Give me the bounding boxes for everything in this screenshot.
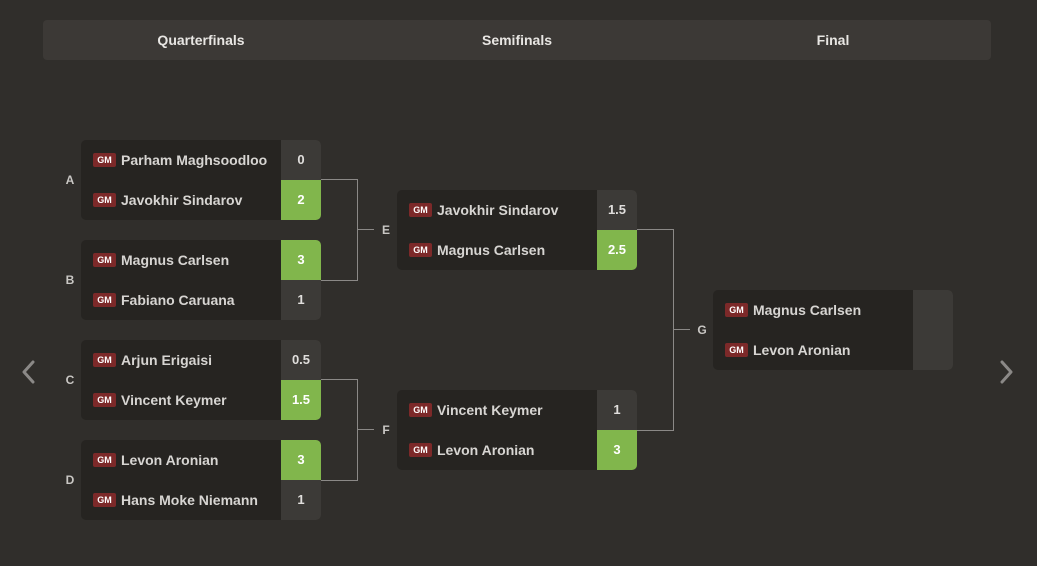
player-row[interactable]: GM Fabiano Caruana 1 [81, 280, 321, 320]
title-badge: GM [725, 303, 748, 317]
match-label-e: E [381, 223, 390, 237]
player-row[interactable]: GM Levon Aronian 3 [397, 430, 637, 470]
connector-cd [321, 379, 358, 481]
match-label-a: A [65, 173, 75, 187]
player-row[interactable]: GM Levon Aronian 3 [81, 440, 321, 480]
player-score-winner: 1.5 [281, 380, 321, 420]
round-title-semifinals[interactable]: Semifinals [481, 32, 553, 48]
title-badge: GM [93, 153, 116, 167]
title-badge: GM [409, 203, 432, 217]
player-row[interactable]: GM Arjun Erigaisi 0.5 [81, 340, 321, 380]
connector-ef-stub [674, 329, 690, 330]
chevron-right-icon[interactable] [994, 358, 1018, 386]
title-badge: GM [93, 453, 116, 467]
player-score-winner: 3 [597, 430, 637, 470]
player-score: 0 [281, 140, 321, 180]
player-name[interactable]: Levon Aronian [121, 452, 219, 468]
player-name[interactable]: Levon Aronian [437, 442, 535, 458]
match-label-d: D [65, 473, 75, 487]
player-score-winner: 3 [281, 240, 321, 280]
player-score: 0.5 [281, 340, 321, 380]
player-row[interactable]: GM Vincent Keymer 1 [397, 390, 637, 430]
player-score-winner: 2.5 [597, 230, 637, 270]
player-row[interactable]: GM Magnus Carlsen 2.5 [397, 230, 637, 270]
player-score: 1 [281, 480, 321, 520]
player-name[interactable]: Javokhir Sindarov [121, 192, 243, 208]
player-row[interactable]: GM Javokhir Sindarov 2 [81, 180, 321, 220]
player-row[interactable]: GM Vincent Keymer 1.5 [81, 380, 321, 420]
match-e[interactable]: GM Javokhir Sindarov 1.5 GM Magnus Carls… [397, 190, 637, 270]
player-name[interactable]: Javokhir Sindarov [437, 202, 559, 218]
match-label-c: C [65, 373, 75, 387]
title-badge: GM [409, 403, 432, 417]
connector-ab-stub [358, 229, 374, 230]
title-badge: GM [93, 193, 116, 207]
match-c[interactable]: GM Arjun Erigaisi 0.5 GM Vincent Keymer … [81, 340, 321, 420]
player-name[interactable]: Levon Aronian [753, 342, 851, 358]
player-name[interactable]: Vincent Keymer [121, 392, 227, 408]
title-badge: GM [93, 293, 116, 307]
player-name[interactable]: Vincent Keymer [437, 402, 543, 418]
title-badge: GM [93, 253, 116, 267]
player-score-winner: 2 [281, 180, 321, 220]
player-score: 1 [597, 390, 637, 430]
connector-ab [321, 179, 358, 281]
match-d[interactable]: GM Levon Aronian 3 GM Hans Moke Niemann … [81, 440, 321, 520]
title-badge: GM [409, 443, 432, 457]
player-row[interactable]: GM Parham Maghsoodloo 0 [81, 140, 321, 180]
connector-ef [637, 229, 674, 431]
match-f[interactable]: GM Vincent Keymer 1 GM Levon Aronian 3 [397, 390, 637, 470]
player-name[interactable]: Arjun Erigaisi [121, 352, 213, 368]
match-label-b: B [65, 273, 75, 287]
player-score: 1 [281, 280, 321, 320]
round-title-quarterfinals[interactable]: Quarterfinals [157, 32, 245, 48]
title-badge: GM [409, 243, 432, 257]
match-a[interactable]: GM Parham Maghsoodloo 0 GM Javokhir Sind… [81, 140, 321, 220]
connector-cd-stub [358, 429, 374, 430]
chevron-left-icon[interactable] [17, 358, 41, 386]
player-row[interactable]: GM Magnus Carlsen [713, 290, 953, 330]
player-name[interactable]: Magnus Carlsen [437, 242, 546, 258]
title-badge: GM [725, 343, 748, 357]
match-g-final[interactable]: GM Magnus Carlsen GM Levon Aronian [713, 290, 953, 370]
player-row[interactable]: GM Levon Aronian [713, 330, 953, 370]
match-label-g: G [697, 323, 707, 337]
player-name[interactable]: Parham Maghsoodloo [121, 152, 268, 168]
player-score-winner: 3 [281, 440, 321, 480]
player-row[interactable]: GM Javokhir Sindarov 1.5 [397, 190, 637, 230]
player-score: 1.5 [597, 190, 637, 230]
round-title-final[interactable]: Final [816, 32, 850, 48]
player-name[interactable]: Magnus Carlsen [753, 302, 862, 318]
player-score [913, 290, 953, 330]
player-name[interactable]: Hans Moke Niemann [121, 492, 258, 508]
player-row[interactable]: GM Magnus Carlsen 3 [81, 240, 321, 280]
title-badge: GM [93, 353, 116, 367]
rounds-header: Quarterfinals Semifinals Final [43, 20, 991, 60]
match-label-f: F [382, 423, 390, 437]
title-badge: GM [93, 393, 116, 407]
player-name[interactable]: Magnus Carlsen [121, 252, 230, 268]
match-b[interactable]: GM Magnus Carlsen 3 GM Fabiano Caruana 1 [81, 240, 321, 320]
player-row[interactable]: GM Hans Moke Niemann 1 [81, 480, 321, 520]
player-name[interactable]: Fabiano Caruana [121, 292, 235, 308]
title-badge: GM [93, 493, 116, 507]
player-score [913, 330, 953, 370]
